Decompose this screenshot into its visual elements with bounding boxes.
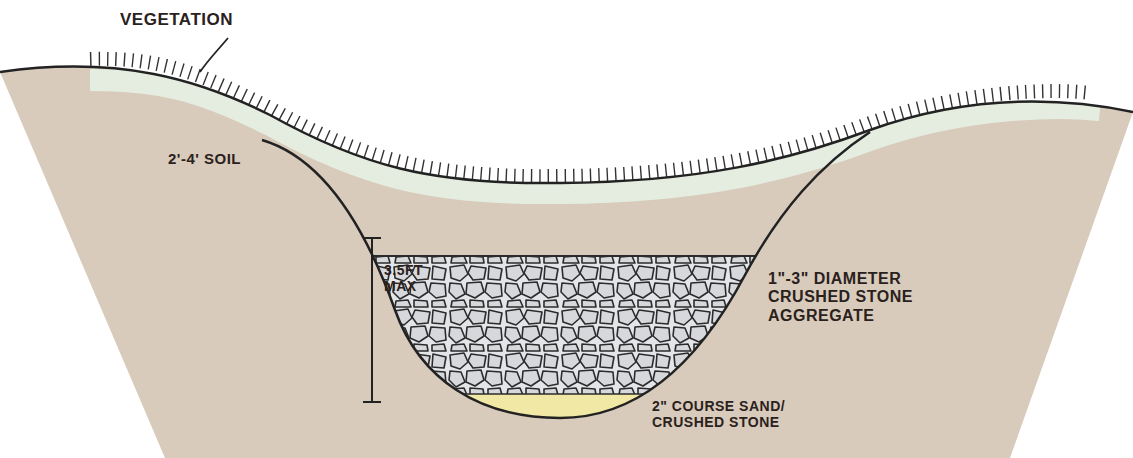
stone-aggregate (300, 256, 800, 394)
aggregate-label: 1"-3" DIAMETER CRUSHED STONE AGGREGATE (768, 270, 968, 325)
leader-line (200, 38, 228, 72)
dimension-bracket (363, 238, 381, 402)
sand-layer-label: 2" COURSE SAND/ CRUSHED STONE (652, 398, 842, 430)
vegetation-band (90, 80, 1100, 193)
ground-fill (0, 67, 1133, 458)
soil-depth-label: 2'-4' SOIL (168, 150, 298, 167)
vegetation-label: VEGETATION (120, 10, 320, 30)
grass-ticks (90, 59, 1090, 176)
dimension-label: 3.5FT MAX (384, 262, 430, 294)
ground-surface (0, 67, 1133, 184)
